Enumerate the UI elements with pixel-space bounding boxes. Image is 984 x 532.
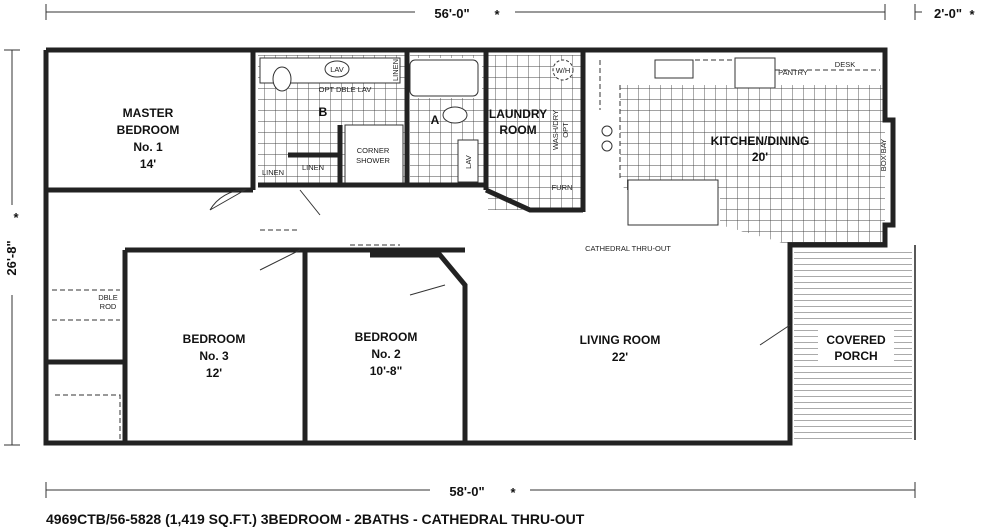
room-size: 10'-8" — [370, 364, 403, 378]
asterisk-icon: * — [510, 485, 516, 500]
furn-label: FURN — [552, 183, 573, 192]
wash-label: WASH/DRY — [551, 110, 560, 150]
laundry-floor — [488, 55, 582, 210]
lav-label: LAV — [464, 155, 473, 169]
dimension-top-extra: 2'-0" * — [914, 4, 975, 22]
cathedral-label: CATHEDRAL THRU-OUT — [585, 244, 671, 253]
dimension-left: 26'-8" * — [3, 49, 21, 446]
wh-label: W/H — [556, 66, 571, 75]
closet: DBLE ROD — [98, 293, 118, 311]
closet-label: ROD — [100, 302, 117, 311]
asterisk-icon: * — [969, 7, 975, 22]
top-width-label: 56'-0" — [434, 6, 469, 21]
plan-caption: 4969CTB/56-5828 (1,419 SQ.FT.) 3BEDROOM … — [46, 511, 585, 527]
room-label: BEDROOM — [355, 330, 418, 344]
room-label: No. 3 — [199, 349, 229, 363]
pantry-label: PANTRY — [778, 68, 808, 77]
living-room: LIVING ROOM 22' — [580, 333, 661, 364]
room-label: PORCH — [834, 349, 877, 363]
room-label: ROOM — [499, 123, 536, 137]
room-label: MASTER — [123, 106, 174, 120]
laundry-room: LAUNDRY ROOM WASH/DRY OPT W/H FURN — [489, 66, 573, 192]
room-label: No. 1 — [133, 140, 163, 154]
water-heater-icon — [552, 59, 574, 81]
lav-label: LAV — [330, 65, 344, 74]
desk-label: DESK — [835, 60, 855, 69]
room-label: COVERED — [826, 333, 886, 347]
range-icon — [734, 57, 776, 89]
kitchen-dining: KITCHEN/DINING 20' PANTRY DESK BOX BAY — [711, 60, 888, 171]
bath-label: B — [319, 105, 328, 119]
room-label: LIVING ROOM — [580, 333, 661, 347]
hallway: LINEN LINEN CATHEDRAL THRU-OUT — [262, 163, 671, 253]
asterisk-icon: * — [494, 7, 500, 22]
bedroom-2: BEDROOM No. 2 10'-8" — [355, 330, 418, 378]
top-extra-label: 2'-0" — [934, 6, 962, 21]
room-label: KITCHEN/DINING — [711, 134, 810, 148]
toilet-icon — [442, 106, 468, 124]
dimension-bottom: 58'-0" * — [45, 481, 916, 500]
walls — [43, 47, 916, 446]
bottom-width-label: 58'-0" — [449, 484, 484, 499]
toilet-icon — [272, 66, 292, 92]
dimension-top: 56'-0" * — [45, 3, 886, 22]
room-label: BEDROOM — [183, 332, 246, 346]
bedroom-3: BEDROOM No. 3 12' — [183, 332, 246, 380]
room-label: LAUNDRY — [489, 107, 547, 121]
room-size: 22' — [612, 350, 628, 364]
shower-label: CORNER — [357, 146, 390, 155]
bath-a: A LAV — [431, 113, 473, 169]
lav-sink-icon — [324, 60, 350, 78]
opt-label: OPT — [561, 122, 570, 138]
room-size: 14' — [140, 157, 156, 171]
linen-label: LINEN — [391, 59, 400, 81]
bath-label: A — [431, 113, 440, 127]
master-bedroom: MASTER BEDROOM No. 1 14' — [117, 106, 180, 171]
room-size: 12' — [206, 366, 222, 380]
sink-icon — [654, 59, 694, 79]
room-label: BEDROOM — [117, 123, 180, 137]
room-label: No. 2 — [371, 347, 401, 361]
bay-label: BOX BAY — [879, 139, 888, 171]
opt-label: OPT DBLE LAV — [319, 85, 372, 94]
kitchen-floor — [620, 85, 885, 245]
linen-label: LINEN — [262, 168, 284, 177]
bath-b: B LAV OPT DBLE LAV LINEN CORNER SHOWER — [319, 59, 400, 165]
asterisk-icon: * — [13, 210, 19, 225]
covered-porch: COVERED PORCH — [818, 330, 894, 364]
shower-label: SHOWER — [356, 156, 390, 165]
linen-label: LINEN — [302, 163, 324, 172]
closet-label: DBLE — [98, 293, 118, 302]
room-size: 20' — [752, 150, 768, 164]
left-depth-label: 26'-8" — [4, 240, 19, 275]
